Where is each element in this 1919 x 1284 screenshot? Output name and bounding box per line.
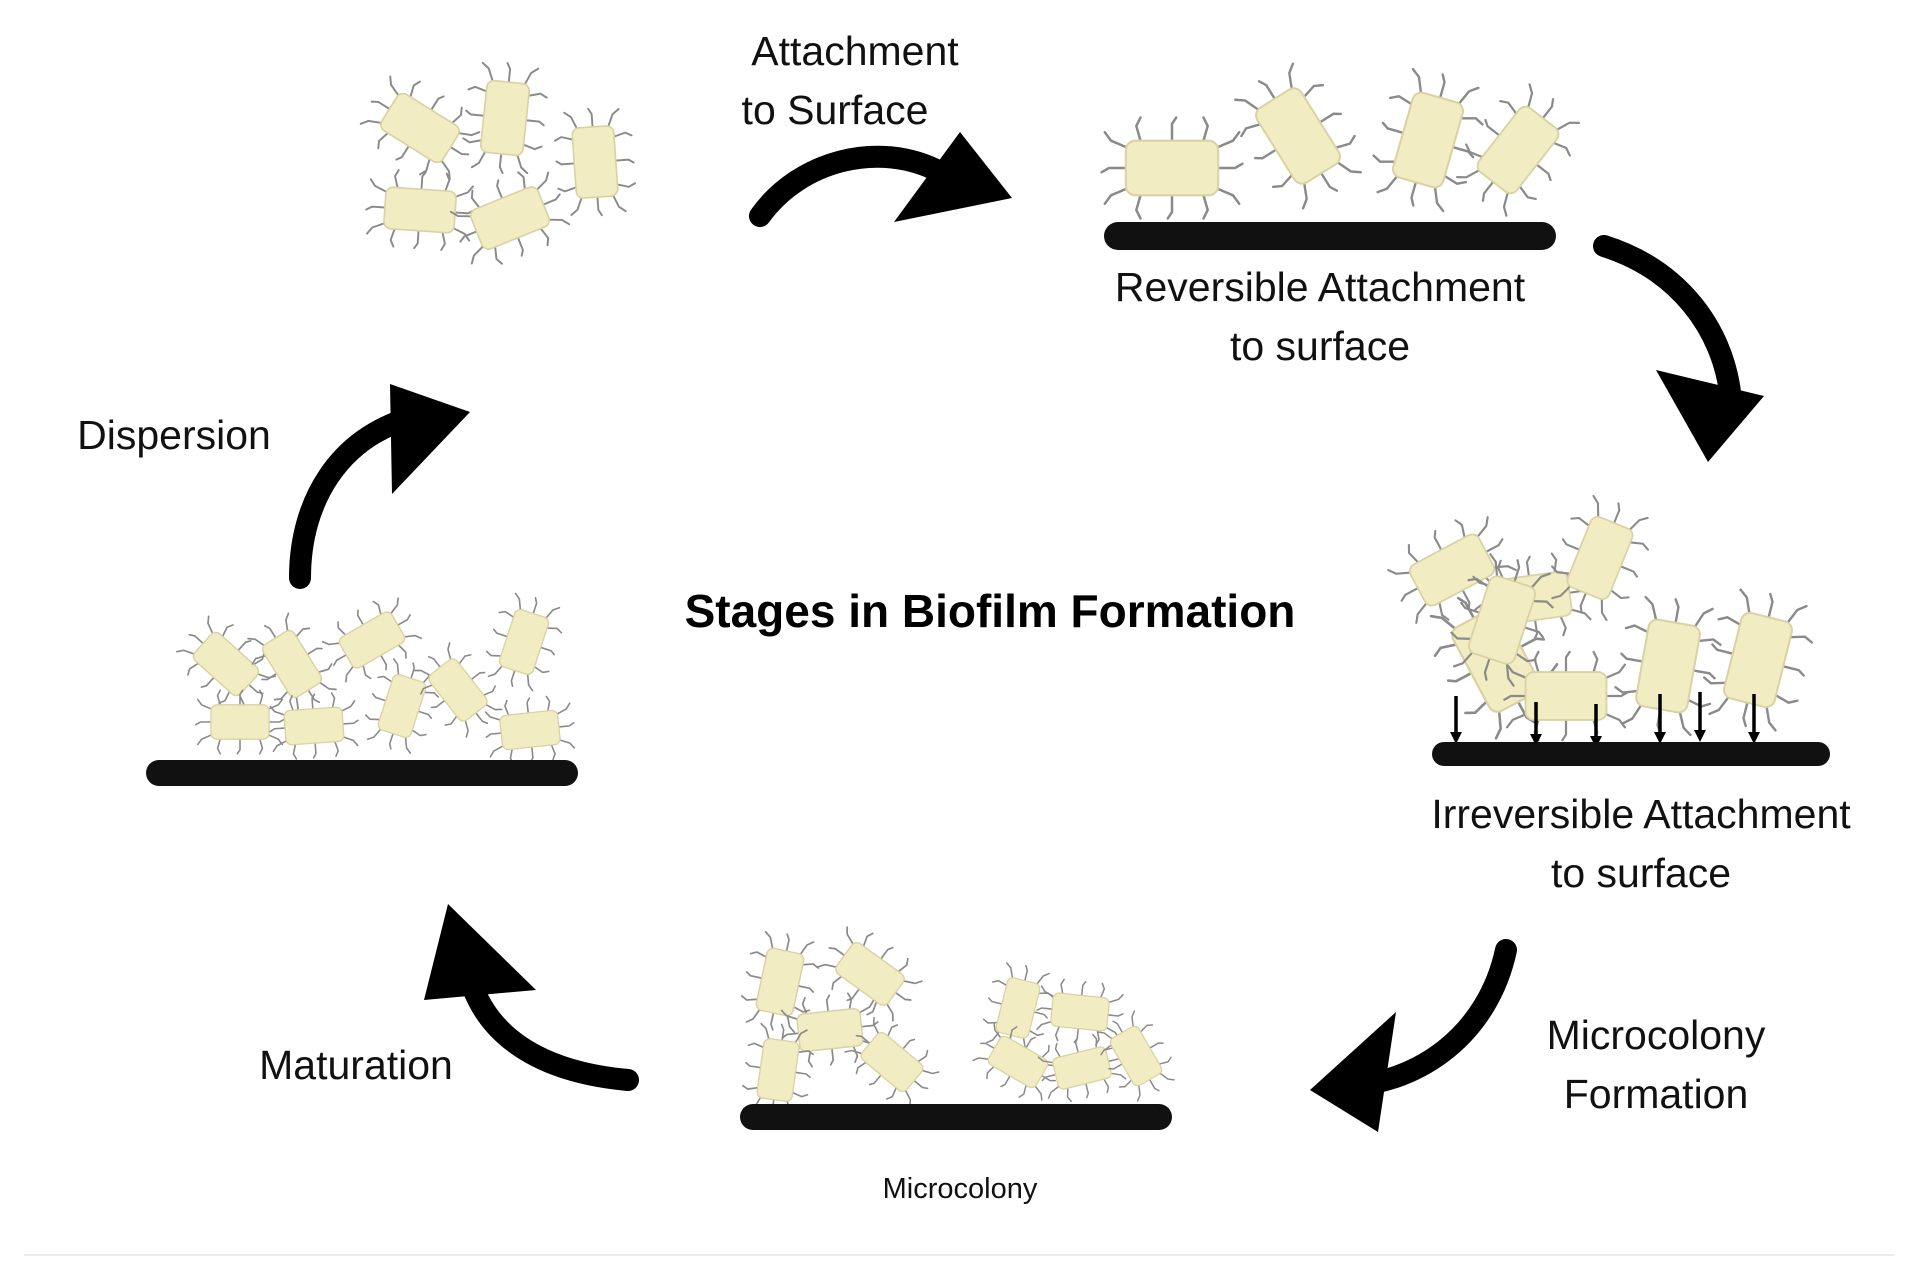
diagram-title: Stages in Biofilm Formation [684,585,1296,637]
bacterium-cell [459,58,551,178]
label-line: Formation [1563,1071,1749,1118]
arrow-reversible-to-irreversible [1593,235,1764,462]
label-line: Reversible Attachment [1114,264,1526,310]
bacterium-cell [551,104,639,220]
label-line: to Surface [741,87,929,134]
microcolony-cells [735,916,1184,1121]
bacterium-cell [1033,976,1127,1048]
surface [1432,742,1830,766]
arrow-microcolony-formation [1310,939,1517,1132]
planktonic-cells [351,58,639,277]
label-reversible-attachment: Reversible Attachment to surface [1060,258,1580,377]
bacterium-cell [194,689,286,755]
label-dispersion: Dispersion [77,412,271,458]
arrow-maturation [424,904,639,1091]
label-line: Irreversible Attachment [1431,791,1851,837]
attachment-arrows [1450,692,1760,748]
bacterium-cell [1362,61,1494,219]
bacterium-cell [167,606,285,722]
bacterium-cell [357,653,447,759]
surface [146,760,578,786]
label-line: Microcolony [1546,1012,1766,1058]
arrow-attachment [749,132,1012,227]
bacterium-cell [443,159,577,277]
label-microcolony: Microcolony [882,1173,1038,1205]
label-line: to surface [1229,323,1411,370]
surface [740,1104,1172,1130]
label-line: to surface [1550,850,1732,897]
bacterium-cell [362,166,478,254]
mature-biofilm-cells [167,587,579,767]
label-attachment-to-surface: Attachment to Surface [705,22,1005,141]
reversible-attachment-cells [1100,52,1592,227]
label-irreversible-attachment: Irreversible Attachment to surface [1376,785,1906,904]
arrow-dispersion [289,384,470,589]
bacterium-cell [1607,590,1729,742]
bacterium-cell [351,64,489,192]
label-line: Attachment [751,28,959,74]
label-maturation: Maturation [259,1042,453,1088]
bacterium-cell [1694,582,1822,738]
bacterium-cell [478,587,570,697]
bacterium-cell [1220,52,1376,220]
bottom-divider [24,1254,1894,1256]
label-microcolony-formation: Microcolony Formation [1516,1006,1796,1125]
surface [1104,222,1556,250]
bacterium-cell [481,693,579,767]
bacterium-cell [1100,116,1244,220]
